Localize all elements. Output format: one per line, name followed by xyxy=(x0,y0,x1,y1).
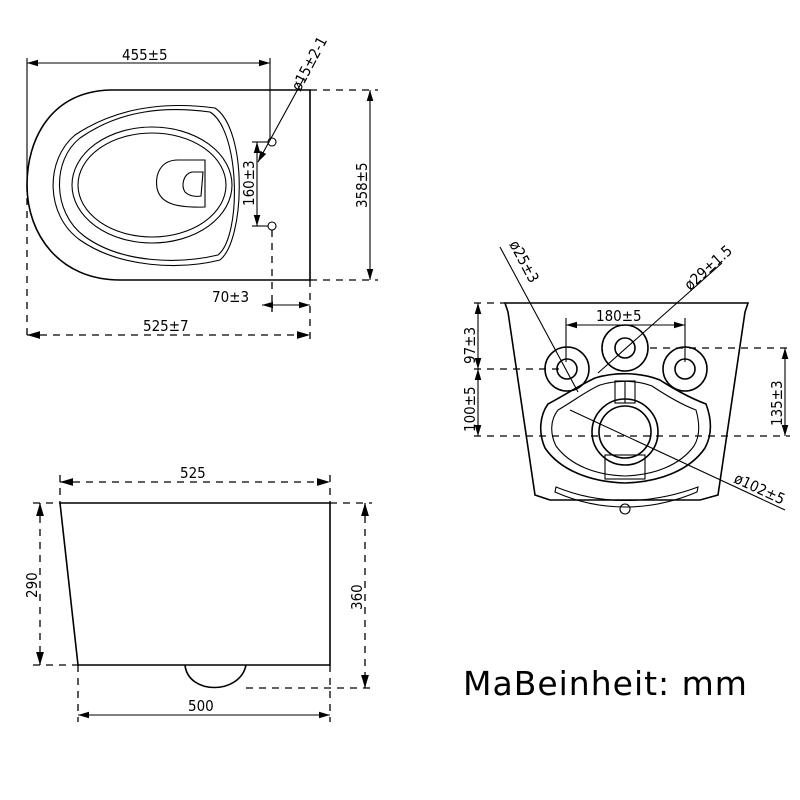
rim-outer xyxy=(52,104,240,266)
rim-inner-1 xyxy=(58,109,235,261)
dim-29: ø29±1.5 xyxy=(681,242,736,294)
bowl-rim xyxy=(539,372,712,484)
top-view: 455±5 ø15±2-1 160±3 358±5 70±3 525±7 xyxy=(26,34,378,340)
dim-97: 97±3 xyxy=(461,327,479,364)
dim-hole-dia: ø15±2-1 xyxy=(288,34,331,94)
skirt-hole xyxy=(619,503,631,515)
side-view-outline xyxy=(59,502,331,666)
dim-525-top: 525±7 xyxy=(143,317,189,335)
water-inlet-ring xyxy=(601,324,649,372)
dim-135: 135±3 xyxy=(768,380,786,426)
dim-525-side: 525 xyxy=(180,464,206,482)
dim-290: 290 xyxy=(23,572,41,598)
outlet-pipe xyxy=(604,454,646,480)
outlet-hole xyxy=(598,405,652,459)
dim-180: 180±5 xyxy=(596,307,642,325)
dim-455: 455±5 xyxy=(122,46,168,64)
dim-70: 70±3 xyxy=(212,288,249,306)
bowl-outer xyxy=(71,126,233,244)
dim-500: 500 xyxy=(188,697,214,715)
outlet-ring xyxy=(591,398,659,466)
water-inlet-hole xyxy=(614,337,636,359)
outlet-inner xyxy=(182,171,204,197)
dim-360: 360 xyxy=(348,584,366,610)
unit-label: MaBeinheit: mm xyxy=(463,664,748,703)
skirt-line xyxy=(554,486,699,508)
fixing-hole-bottom xyxy=(267,221,277,231)
dim-100: 100±5 xyxy=(461,386,479,432)
rear-view-outline xyxy=(503,302,750,501)
bowl-inner-rim xyxy=(551,380,700,477)
bowl-inner xyxy=(77,132,227,238)
top-view-outline xyxy=(26,89,311,281)
outlet-bulge xyxy=(184,664,247,689)
outlet-shape xyxy=(156,159,206,208)
left-inlet-hole xyxy=(556,358,578,380)
dim-160: 160±3 xyxy=(240,160,258,206)
dim-102: ø102±5 xyxy=(731,469,787,508)
dim-25: ø25±3 xyxy=(505,237,542,285)
dim-358: 358±5 xyxy=(353,162,371,208)
side-view: 525 290 360 500 xyxy=(23,464,372,722)
rear-view: ø25±3 ø29±1.5 180±5 ø102±5 97±3 100±5 13… xyxy=(461,237,790,515)
